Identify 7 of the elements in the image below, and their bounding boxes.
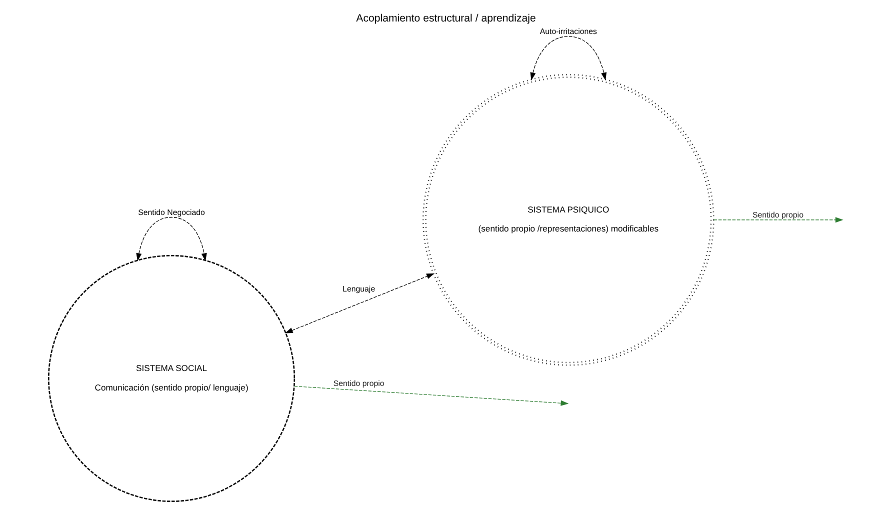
arrow: [294, 386, 569, 406]
node-circle: SISTEMA PSIQUICO (sentido propio /representaciones) modificables: [422, 74, 714, 366]
arrow: [136, 216, 207, 262]
diagram-title: Acoplamiento estructural / aprendizaje: [356, 12, 536, 25]
arrow: [284, 273, 434, 334]
arrow: [713, 217, 844, 223]
arrow: [530, 36, 607, 80]
